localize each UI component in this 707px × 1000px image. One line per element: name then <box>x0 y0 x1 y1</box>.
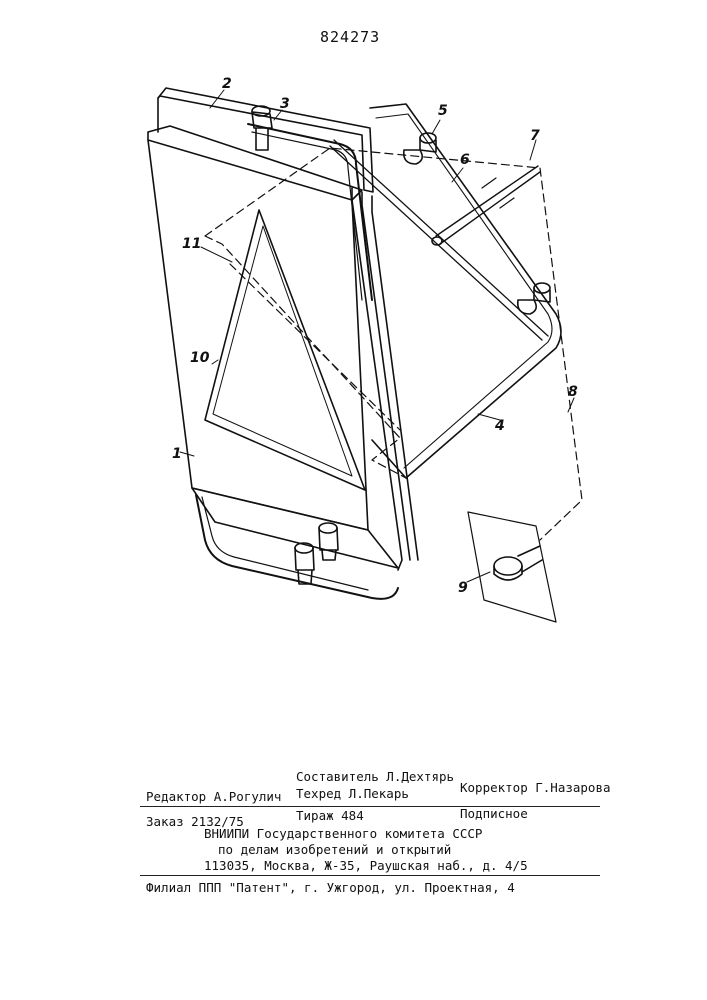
compiler: Составитель Л.Дехтярь <box>296 769 454 784</box>
org-address: 113035, Москва, Ж-35, Раушская наб., д. … <box>204 858 528 873</box>
org-line2: по делам изобретений и открытий <box>218 842 451 857</box>
subscription: Подписное <box>460 806 528 821</box>
org-line1: ВНИИПИ Государственного комитета СССР <box>204 826 482 841</box>
rule-top <box>140 806 600 807</box>
circulation: Тираж 484 <box>296 808 364 823</box>
corrector: Корректор Г.Назарова <box>460 780 611 795</box>
rule-bottom <box>140 875 600 876</box>
editor: Редактор А.Рогулич <box>146 789 281 804</box>
tech-editor: Техред Л.Пекарь <box>296 786 409 801</box>
branch: Филиал ППП "Патент", г. Ужгород, ул. Про… <box>146 880 515 895</box>
